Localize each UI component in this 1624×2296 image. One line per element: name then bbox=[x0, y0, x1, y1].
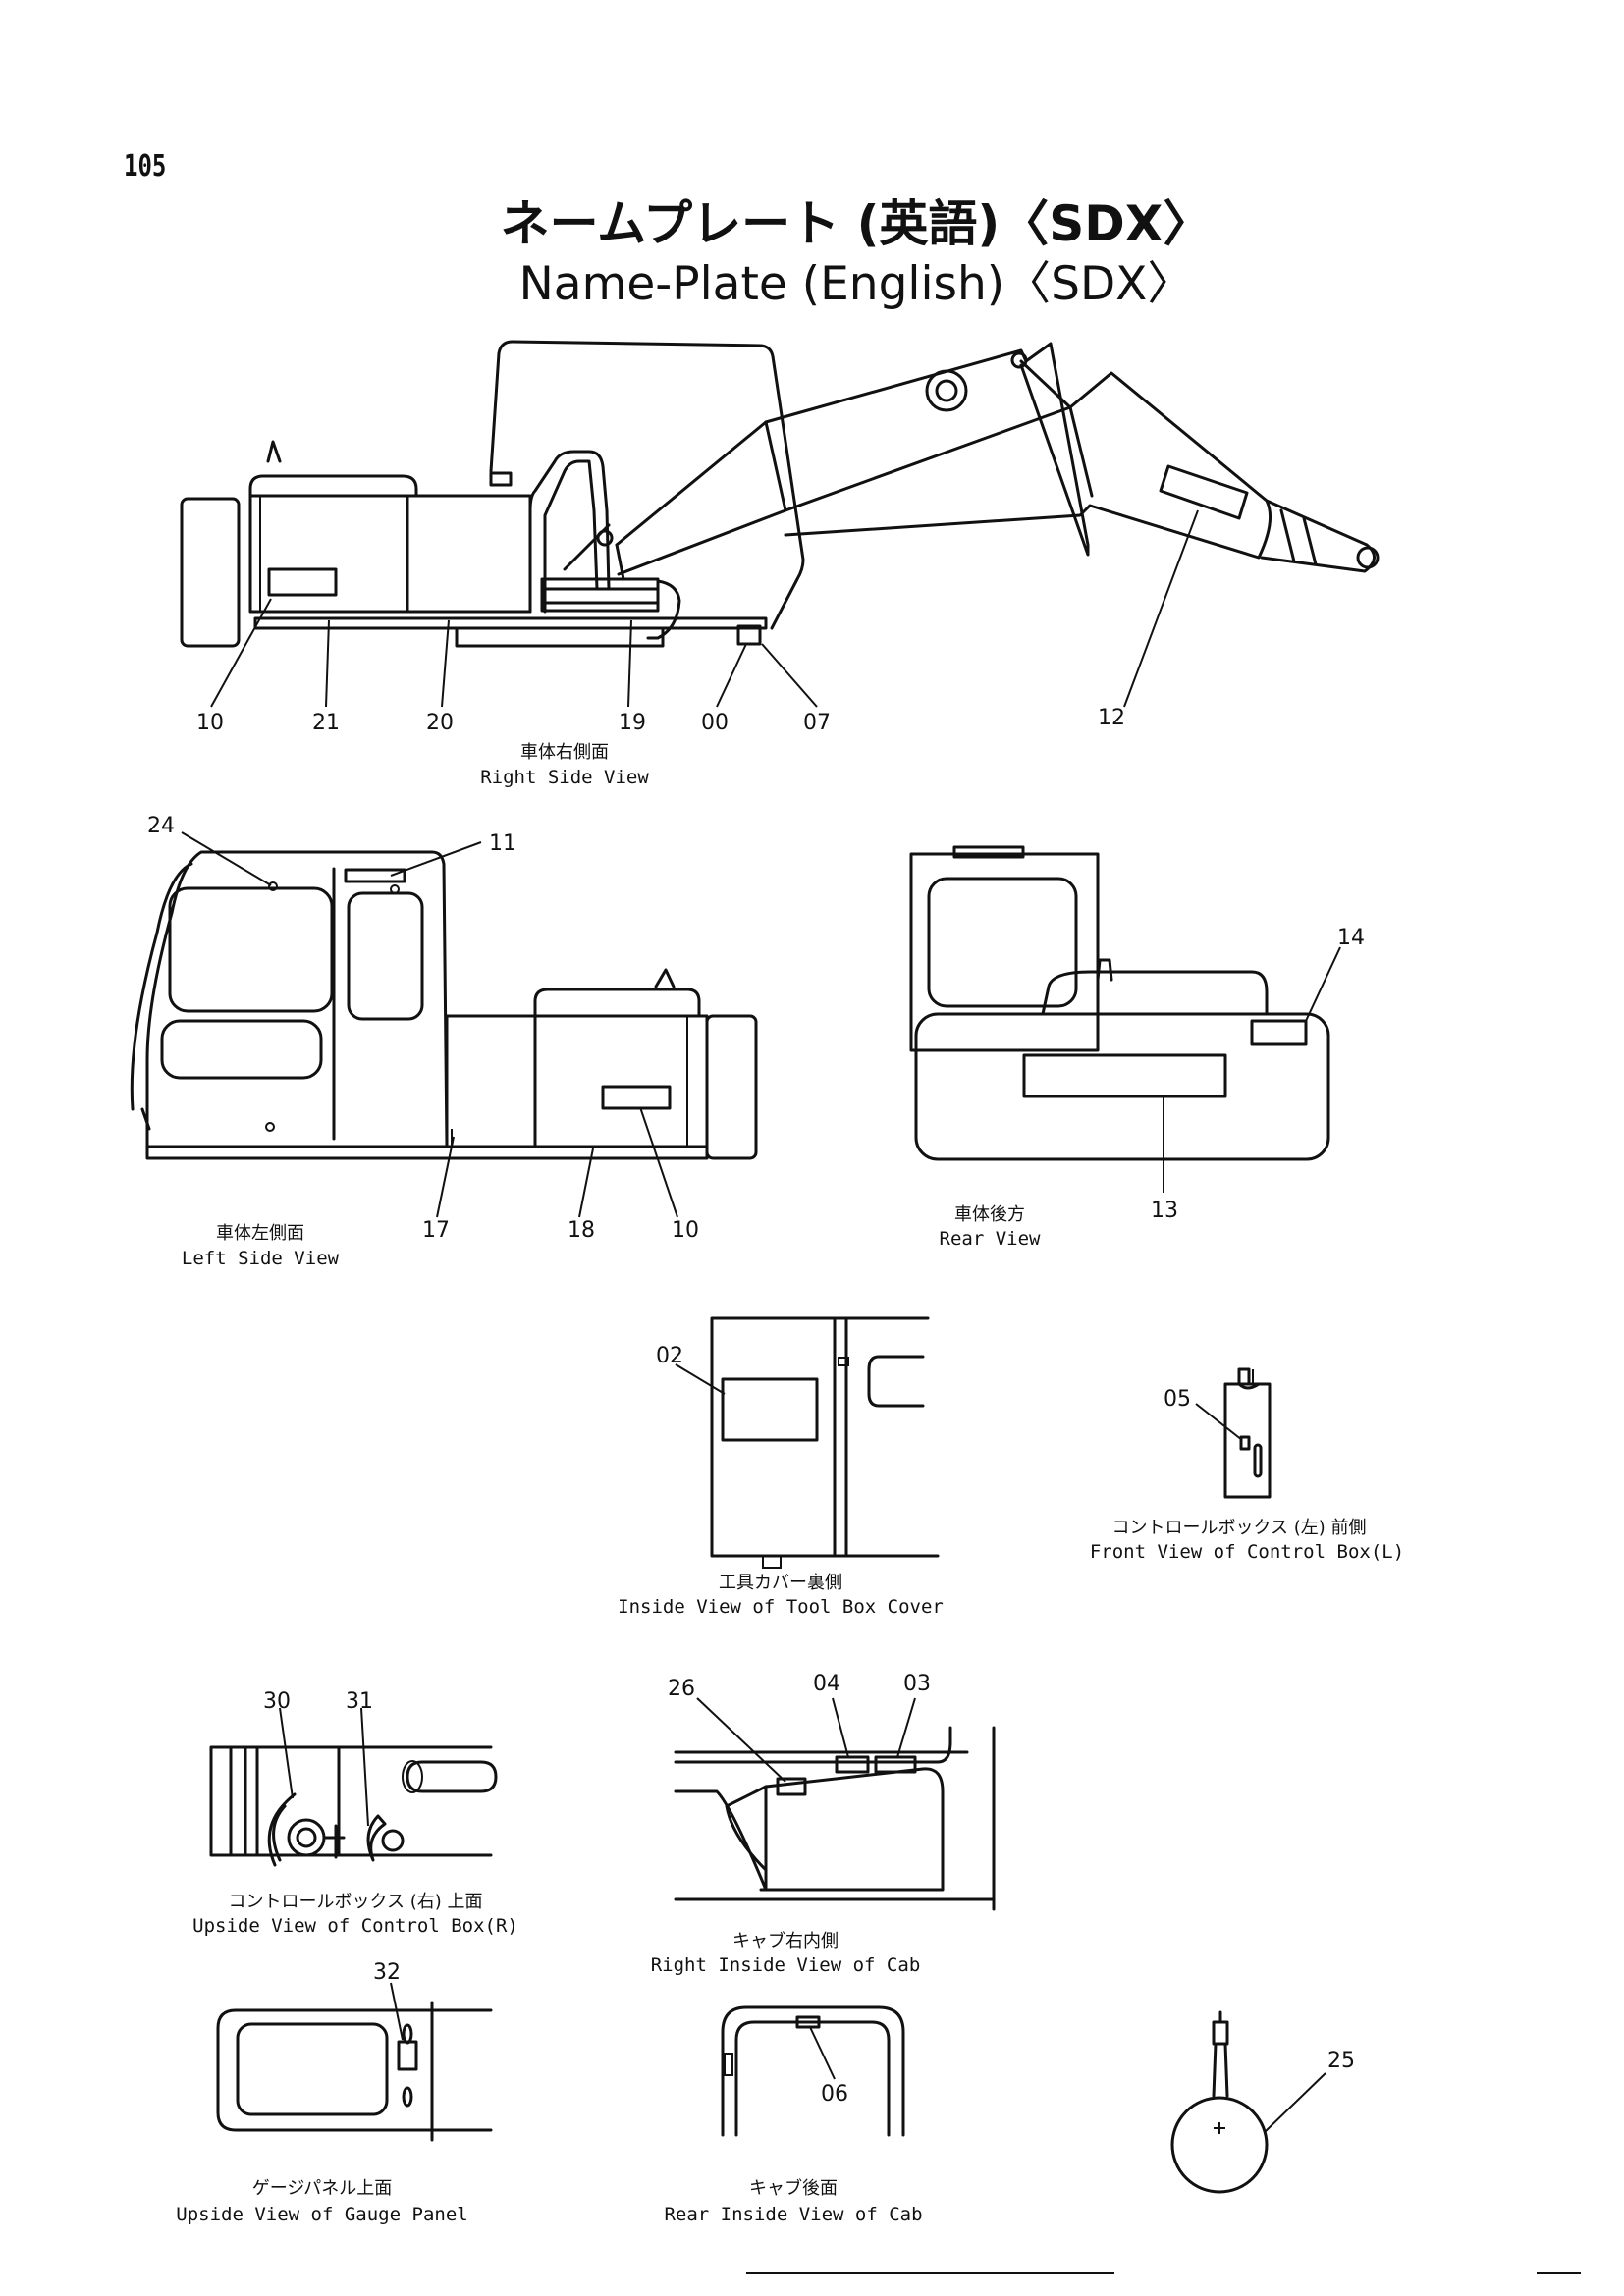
callout-07: 07 bbox=[803, 711, 831, 735]
right-side-view: 10 21 20 19 00 07 12 車体右側面 Right Side Vi… bbox=[180, 340, 1380, 788]
callout-30: 30 bbox=[263, 1689, 291, 1714]
control-box-left-view: 05 コントロールボックス (左) 前側 Front View of Contr… bbox=[1090, 1367, 1404, 1563]
caption-rear-ja: 車体後方 bbox=[954, 1204, 1025, 1225]
callout-19: 19 bbox=[619, 711, 646, 735]
title-english: Name-Plate (English)〈SDX〉 bbox=[518, 257, 1194, 311]
cab-right-inside-view: 26 04 03 キャブ右内側 Right Inside View of Cab bbox=[651, 1672, 996, 1976]
rear-view: 14 13 車体後方 Rear View bbox=[909, 845, 1365, 1250]
caption-gauge-ja: ゲージパネル上面 bbox=[252, 2178, 393, 2199]
caption-right-side-ja: 車体右側面 bbox=[520, 742, 609, 763]
caption-cabr-ja: キャブ右内側 bbox=[732, 1930, 839, 1951]
caption-rear-en: Rear View bbox=[940, 1228, 1042, 1250]
callout-20: 20 bbox=[426, 711, 454, 735]
part-25-view: 25 bbox=[1170, 2010, 1355, 2194]
callout-04: 04 bbox=[813, 1672, 840, 1696]
callout-10b: 10 bbox=[672, 1218, 699, 1243]
caption-cabrear-ja: キャブ後面 bbox=[749, 2177, 838, 2199]
caption-cbr-en: Upside View of Control Box(R) bbox=[192, 1915, 518, 1937]
callout-24: 24 bbox=[147, 814, 175, 838]
caption-toolbox-en: Inside View of Tool Box Cover bbox=[618, 1596, 944, 1618]
callout-25: 25 bbox=[1327, 2049, 1355, 2073]
left-side-view: 24 11 17 18 10 車体左側面 Left Side View bbox=[130, 814, 758, 1269]
callout-32: 32 bbox=[373, 1960, 401, 1985]
callout-21: 21 bbox=[312, 711, 340, 735]
callout-06: 06 bbox=[821, 2082, 848, 2107]
callout-02: 02 bbox=[656, 1344, 683, 1368]
callout-18: 18 bbox=[568, 1218, 595, 1243]
callout-05: 05 bbox=[1164, 1387, 1191, 1412]
page-number: 105 bbox=[124, 149, 167, 184]
callout-03: 03 bbox=[903, 1672, 931, 1696]
title-japanese: ネームプレート (英語)〈SDX〉 bbox=[500, 195, 1213, 252]
caption-left-side-en: Left Side View bbox=[182, 1248, 340, 1269]
callout-11: 11 bbox=[489, 831, 516, 856]
gauge-panel-view: 32 ゲージパネル上面 Upside View of Gauge Panel bbox=[176, 1960, 493, 2225]
callout-12: 12 bbox=[1098, 706, 1125, 730]
caption-left-side-ja: 車体左側面 bbox=[216, 1223, 304, 1244]
callout-26: 26 bbox=[668, 1677, 695, 1701]
callout-00: 00 bbox=[701, 711, 729, 735]
control-box-right-view: 30 31 コントロールボックス (右) 上面 Upside View of C… bbox=[192, 1689, 518, 1937]
caption-right-side-en: Right Side View bbox=[480, 767, 649, 788]
tool-box-view: 02 工具カバー裏側 Inside View of Tool Box Cover bbox=[618, 1316, 944, 1618]
callout-14: 14 bbox=[1337, 926, 1365, 950]
caption-toolbox-ja: 工具カバー裏側 bbox=[719, 1573, 842, 1593]
caption-cbr-ja: コントロールボックス (右) 上面 bbox=[229, 1892, 483, 1912]
caption-cbl-en: Front View of Control Box(L) bbox=[1090, 1541, 1404, 1563]
caption-gauge-en: Upside View of Gauge Panel bbox=[176, 2204, 467, 2225]
caption-cabr-en: Right Inside View of Cab bbox=[651, 1954, 921, 1976]
cab-rear-inside-view: 06 キャブ後面 Rear Inside View of Cab bbox=[664, 2005, 923, 2225]
callout-31: 31 bbox=[346, 1689, 373, 1714]
callout-10: 10 bbox=[196, 711, 224, 735]
callout-13: 13 bbox=[1151, 1199, 1178, 1223]
caption-cabrear-en: Rear Inside View of Cab bbox=[664, 2204, 922, 2225]
callout-17: 17 bbox=[422, 1218, 450, 1243]
caption-cbl-ja: コントロールボックス (左) 前側 bbox=[1112, 1518, 1367, 1538]
